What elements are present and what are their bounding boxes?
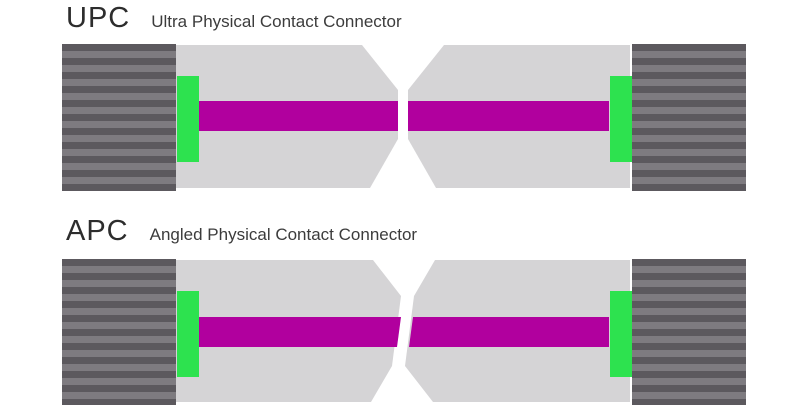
upc-fiber-core-right (408, 101, 609, 131)
apc-header: APC Angled Physical Contact Connector (66, 215, 417, 248)
upc-endface-right (610, 76, 632, 162)
upc-header: UPC Ultra Physical Contact Connector (66, 2, 402, 35)
apc-endface-right (610, 291, 632, 377)
apc-abbreviation: APC (66, 215, 129, 247)
apc-fiber-core-left (197, 317, 401, 347)
upc-abbreviation: UPC (66, 2, 131, 34)
apc-fiber-core-right (409, 317, 609, 347)
upc-cable-left (62, 44, 176, 191)
apc-full-name: Angled Physical Contact Connector (149, 225, 418, 244)
apc-connector-diagram (62, 259, 746, 405)
apc-cable-right (632, 259, 746, 405)
upc-connector-diagram (62, 44, 746, 191)
upc-fiber-core-left (197, 101, 398, 131)
apc-endface-left (177, 291, 199, 377)
upc-cable-right (632, 44, 746, 191)
upc-endface-left (177, 76, 199, 162)
apc-cable-left (62, 259, 176, 405)
upc-full-name: Ultra Physical Contact Connector (151, 12, 402, 31)
